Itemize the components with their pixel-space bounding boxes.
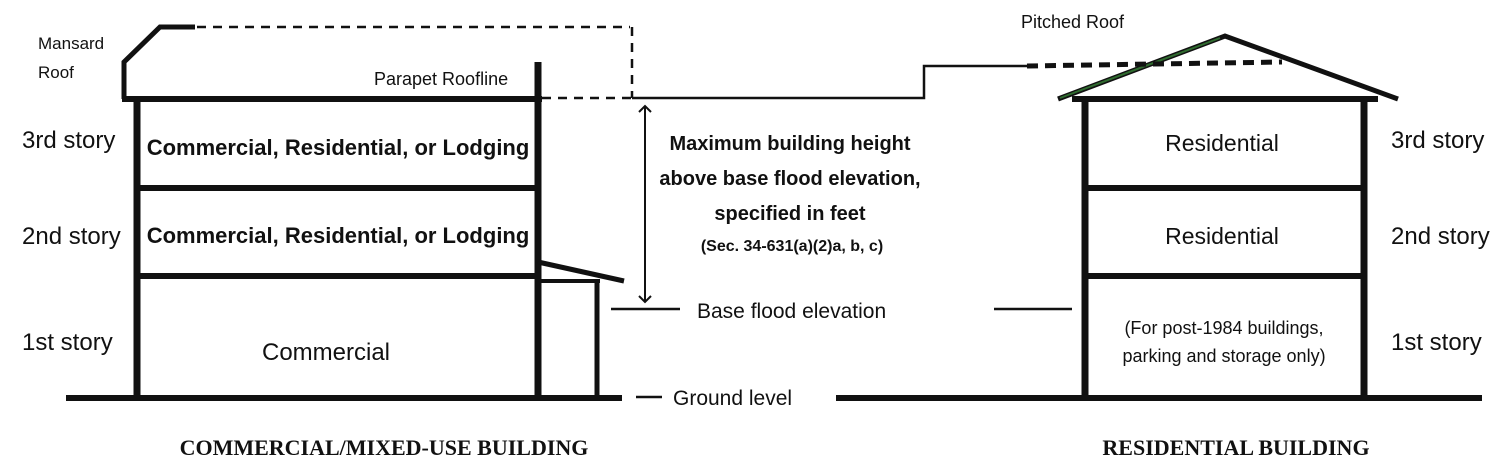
mansard-roof	[121, 24, 195, 99]
labels: Mansard Roof Parapet Roofline Pitched Ro…	[22, 12, 1490, 460]
commercial-story-3-label: 3rd story	[22, 127, 115, 154]
residential-use-3: Residential	[1165, 130, 1279, 156]
commercial-use-3: Commercial, Residential, or Lodging	[147, 135, 530, 160]
parapet-roofline-label: Parapet Roofline	[374, 69, 508, 89]
commercial-building-caption: COMMERCIAL/MIXED-USE BUILDING	[180, 435, 589, 460]
commercial-building	[66, 24, 634, 401]
residential-story-2-label: 2nd story	[1391, 223, 1490, 250]
height-note-citation: (Sec. 34-631(a)(2)a, b, c)	[701, 238, 883, 255]
residential-building	[836, 33, 1482, 401]
residential-use-2: Residential	[1165, 223, 1279, 249]
residential-use-1-line-1: (For post-1984 buildings,	[1124, 318, 1323, 338]
commercial-use-1: Commercial	[262, 339, 390, 366]
commercial-use-2: Commercial, Residential, or Lodging	[147, 223, 530, 248]
residential-building-caption: RESIDENTIAL BUILDING	[1102, 435, 1369, 460]
residential-story-1-label: 1st story	[1391, 329, 1482, 356]
pitched-roof	[1057, 33, 1399, 102]
max-height-step-line	[632, 64, 1027, 100]
residential-use-1-line-2: parking and storage only)	[1122, 346, 1325, 366]
pitched-roof-label: Pitched Roof	[1021, 12, 1125, 32]
height-note-line-3: specified in feet	[714, 203, 865, 225]
commercial-story-1-label: 1st story	[22, 329, 113, 356]
commercial-story-2-label: 2nd story	[22, 223, 121, 250]
ground-level-label: Ground level	[673, 387, 792, 410]
residential-max-height-dashed	[1026, 59, 1283, 69]
height-measure	[611, 64, 1072, 399]
annex-roof	[537, 259, 625, 284]
residential-story-3-label: 3rd story	[1391, 127, 1484, 154]
mansard-roof-label-2: Roof	[38, 63, 74, 82]
base-flood-elevation-label: Base flood elevation	[697, 300, 886, 323]
height-note-line-1: Maximum building height	[669, 133, 910, 155]
mansard-roof-label-1: Mansard	[38, 34, 104, 53]
pitched-roof-eave-green	[1059, 37, 1221, 99]
height-note-line-2: above base flood elevation,	[659, 168, 920, 190]
